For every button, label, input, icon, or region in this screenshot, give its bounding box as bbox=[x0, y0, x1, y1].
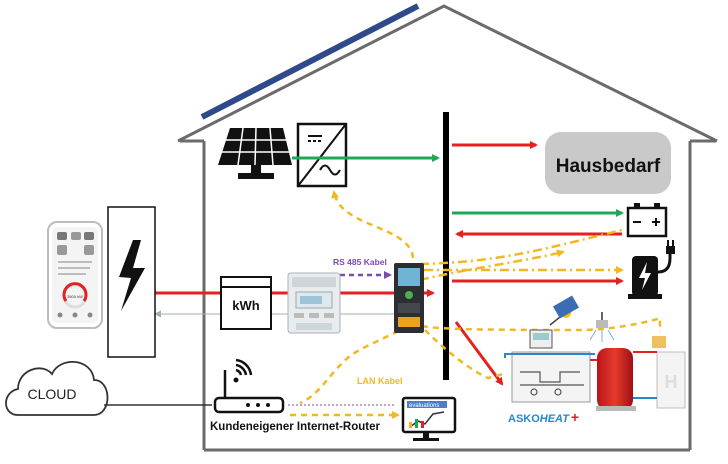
solar-panel-icon bbox=[218, 127, 292, 179]
data-lines bbox=[290, 190, 662, 419]
energy-meter-device-icon bbox=[287, 272, 341, 334]
kwh-meter-icon: kWh bbox=[220, 276, 272, 330]
busbar bbox=[443, 112, 449, 380]
evaluations-label: evaluations bbox=[409, 403, 439, 409]
hausbedarf-label: Hausbedarf bbox=[556, 156, 661, 177]
askoheat-brand-part2: HEAT bbox=[540, 413, 570, 425]
svg-text:H: H bbox=[665, 372, 678, 392]
house-outline bbox=[177, 4, 718, 452]
cloud-icon bbox=[5, 360, 109, 416]
heat-pump-system-icon: H bbox=[504, 295, 686, 411]
cloud-label: CLOUD bbox=[27, 386, 76, 402]
smartphone-icon: 3500 kW bbox=[47, 221, 103, 329]
monitor-icon bbox=[401, 396, 457, 441]
solar-roof-strip bbox=[200, 3, 420, 120]
wifi-icon bbox=[233, 358, 253, 383]
rs485-label: RS 485 Kabel bbox=[333, 257, 387, 267]
askoheat-brand: ASKOHEAT+ bbox=[508, 409, 579, 425]
bus-to-heater-line bbox=[454, 321, 504, 386]
phone-power-readout: 3500 kW bbox=[67, 294, 83, 299]
router-label: Kundeneigener Internet-Router bbox=[210, 421, 380, 433]
battery-icon bbox=[626, 203, 668, 238]
ev-charger-icon bbox=[628, 240, 675, 299]
askoheat-brand-part1: ASKO bbox=[508, 413, 540, 425]
high-voltage-icon bbox=[107, 206, 156, 358]
hausbedarf-box bbox=[545, 132, 671, 194]
controller-device-icon bbox=[394, 263, 424, 333]
kwh-label: kWh bbox=[232, 298, 260, 313]
lan-label: LAN Kabel bbox=[357, 376, 403, 386]
inverter-icon bbox=[296, 122, 348, 188]
askoheat-brand-plus: + bbox=[571, 409, 579, 425]
router-icon bbox=[213, 370, 285, 414]
